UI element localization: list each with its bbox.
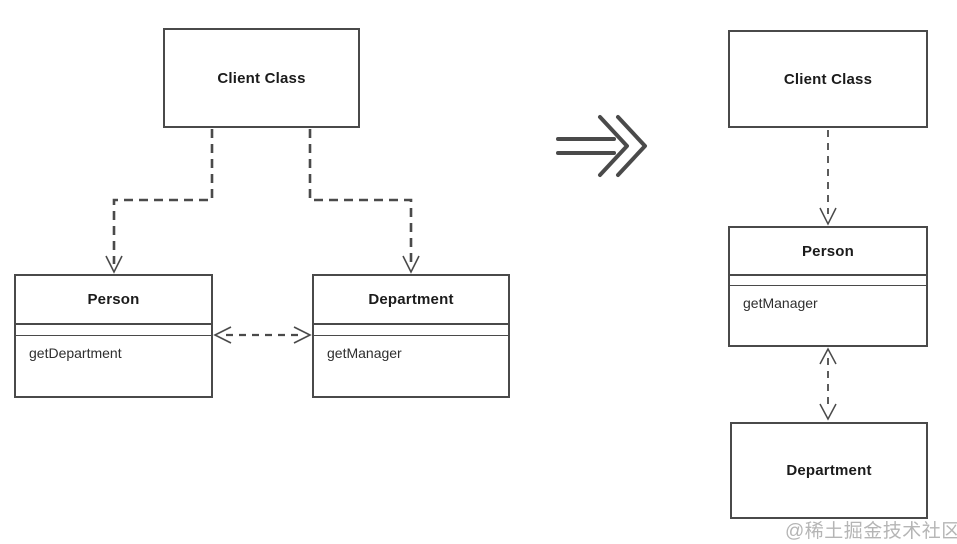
before-client-to-department-dependency-arrow <box>308 129 420 274</box>
after-person-department-bidirectional-arrow <box>819 347 837 421</box>
method-label: getManager <box>327 345 402 361</box>
class-title: Client Class <box>217 69 306 87</box>
before-client-to-person-dependency-arrow <box>105 129 214 274</box>
methods-compartment: getDepartment <box>16 336 211 396</box>
attributes-compartment <box>16 323 211 336</box>
before-client-class-box: Client Class <box>163 28 360 128</box>
after-department-class-box: Department <box>730 422 928 519</box>
class-title: Client Class <box>783 70 873 88</box>
class-title: Department <box>786 462 872 479</box>
class-title: Person <box>87 291 140 308</box>
before-person-class-box: Person getDepartment <box>14 274 213 398</box>
before-person-department-bidirectional-arrow <box>213 326 312 344</box>
method-label: getDepartment <box>29 345 122 361</box>
methods-compartment: getManager <box>314 336 508 396</box>
after-client-to-person-dependency-arrow <box>819 130 837 226</box>
methods-compartment: getManager <box>730 286 926 345</box>
after-person-class-box: Person getManager <box>728 226 928 347</box>
class-title: Person <box>801 242 855 260</box>
method-label: getManager <box>743 295 818 311</box>
before-department-class-box: Department getManager <box>312 274 510 398</box>
implies-arrow-icon <box>556 115 647 177</box>
after-client-class-box: Client Class <box>728 30 928 128</box>
attributes-compartment <box>730 274 926 286</box>
class-title: Department <box>368 291 454 308</box>
attributes-compartment <box>314 323 508 336</box>
watermark-text: @稀土掘金技术社区 <box>785 521 957 542</box>
